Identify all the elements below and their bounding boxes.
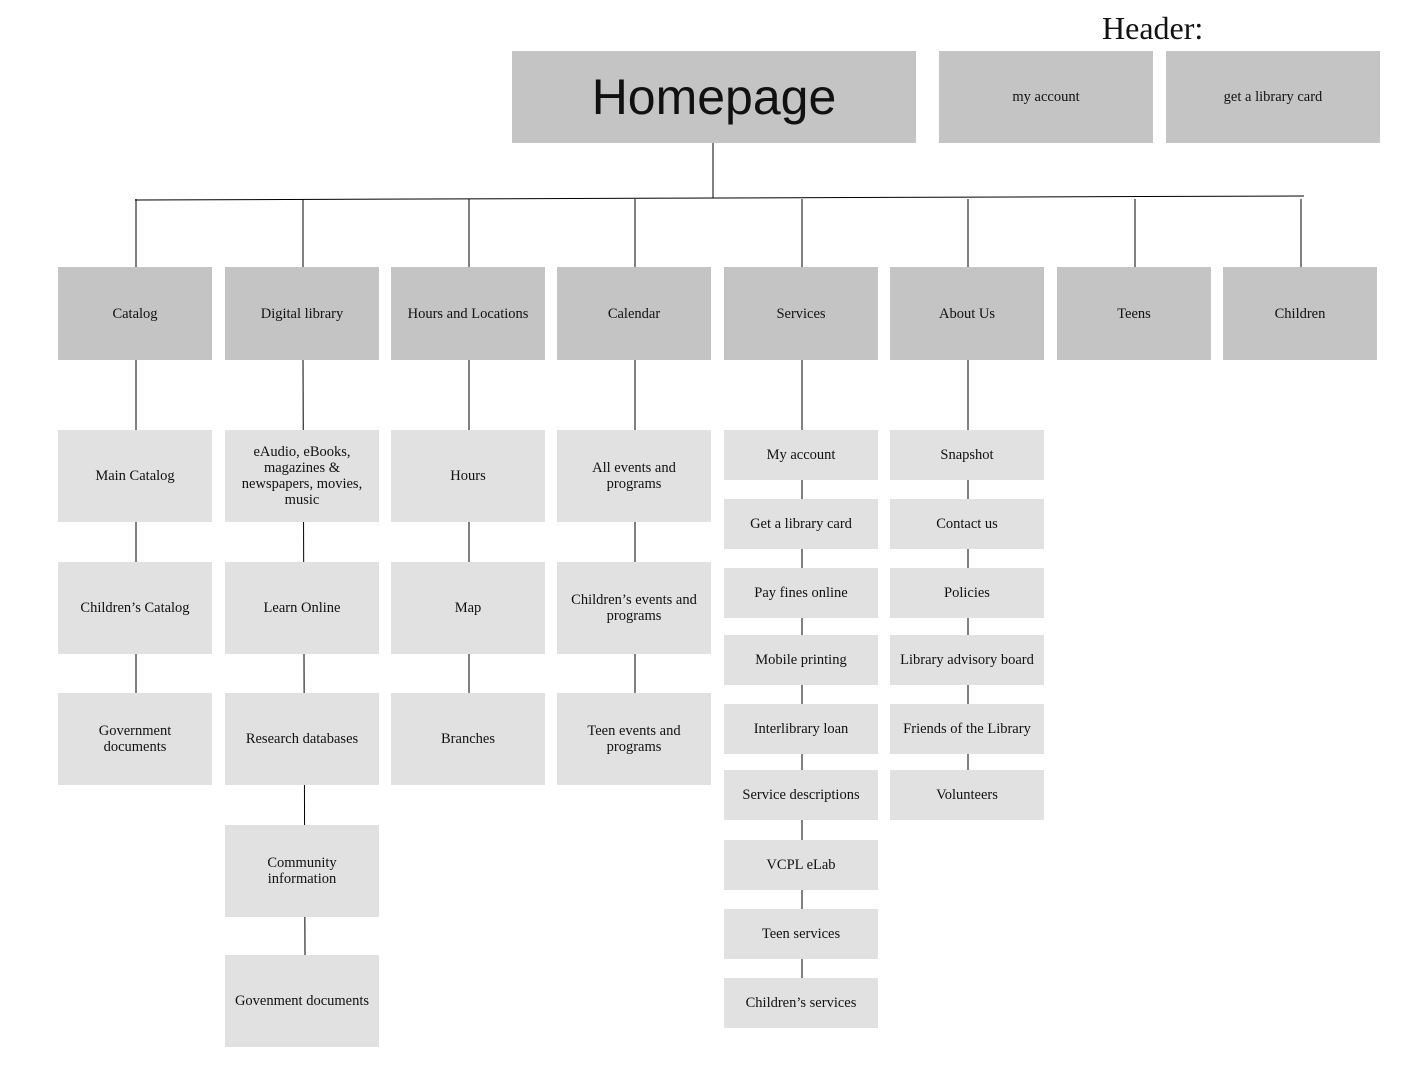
child-node-vcpl-elab: VCPL eLab <box>724 840 878 890</box>
section-node-calendar: Calendar <box>557 267 711 360</box>
child-node-policies: Policies <box>890 568 1044 618</box>
child-node-eaudio-ebooks-magazines-newspapers-movies-music: eAudio, eBooks, magazines & newspapers, … <box>225 430 379 522</box>
section-node-services: Services <box>724 267 878 360</box>
section-node-hours-and-locations: Hours and Locations <box>391 267 545 360</box>
child-node-pay-fines-online: Pay fines online <box>724 568 878 618</box>
child-node-learn-online: Learn Online <box>225 562 379 654</box>
section-node-teens: Teens <box>1057 267 1211 360</box>
child-node-teen-events-and-programs: Teen events and programs <box>557 693 711 785</box>
child-node-map: Map <box>391 562 545 654</box>
header-title: Header: <box>1102 10 1204 46</box>
header-node-get-library-card: get a library card <box>1166 51 1380 143</box>
child-node-get-a-library-card: Get a library card <box>724 499 878 549</box>
child-node-government-documents: Government documents <box>58 693 212 785</box>
child-node-friends-of-the-library: Friends of the Library <box>890 704 1044 754</box>
child-node-research-databases: Research databases <box>225 693 379 785</box>
section-node-digital-library: Digital library <box>225 267 379 360</box>
child-node-contact-us: Contact us <box>890 499 1044 549</box>
homepage-node: Homepage <box>512 51 916 143</box>
child-node-library-advisory-board: Library advisory board <box>890 635 1044 685</box>
child-node-hours: Hours <box>391 430 545 522</box>
section-node-children: Children <box>1223 267 1377 360</box>
child-node-govenment-documents: Govenment documents <box>225 955 379 1047</box>
section-node-about-us: About Us <box>890 267 1044 360</box>
child-node-service-descriptions: Service descriptions <box>724 770 878 820</box>
child-node-teen-services: Teen services <box>724 909 878 959</box>
child-node-children-s-catalog: Children’s Catalog <box>58 562 212 654</box>
child-node-community-information: Community information <box>225 825 379 917</box>
horizontal-bus-line <box>134 195 1305 201</box>
child-node-branches: Branches <box>391 693 545 785</box>
child-node-my-account: My account <box>724 430 878 480</box>
section-node-catalog: Catalog <box>58 267 212 360</box>
child-node-all-events-and-programs: All events and programs <box>557 430 711 522</box>
header-node-my-account: my account <box>939 51 1153 143</box>
child-node-children-s-events-and-programs: Children’s events and programs <box>557 562 711 654</box>
child-node-volunteers: Volunteers <box>890 770 1044 820</box>
child-node-snapshot: Snapshot <box>890 430 1044 480</box>
child-node-mobile-printing: Mobile printing <box>724 635 878 685</box>
child-node-main-catalog: Main Catalog <box>58 430 212 522</box>
child-node-interlibrary-loan: Interlibrary loan <box>724 704 878 754</box>
child-node-children-s-services: Children’s services <box>724 978 878 1028</box>
